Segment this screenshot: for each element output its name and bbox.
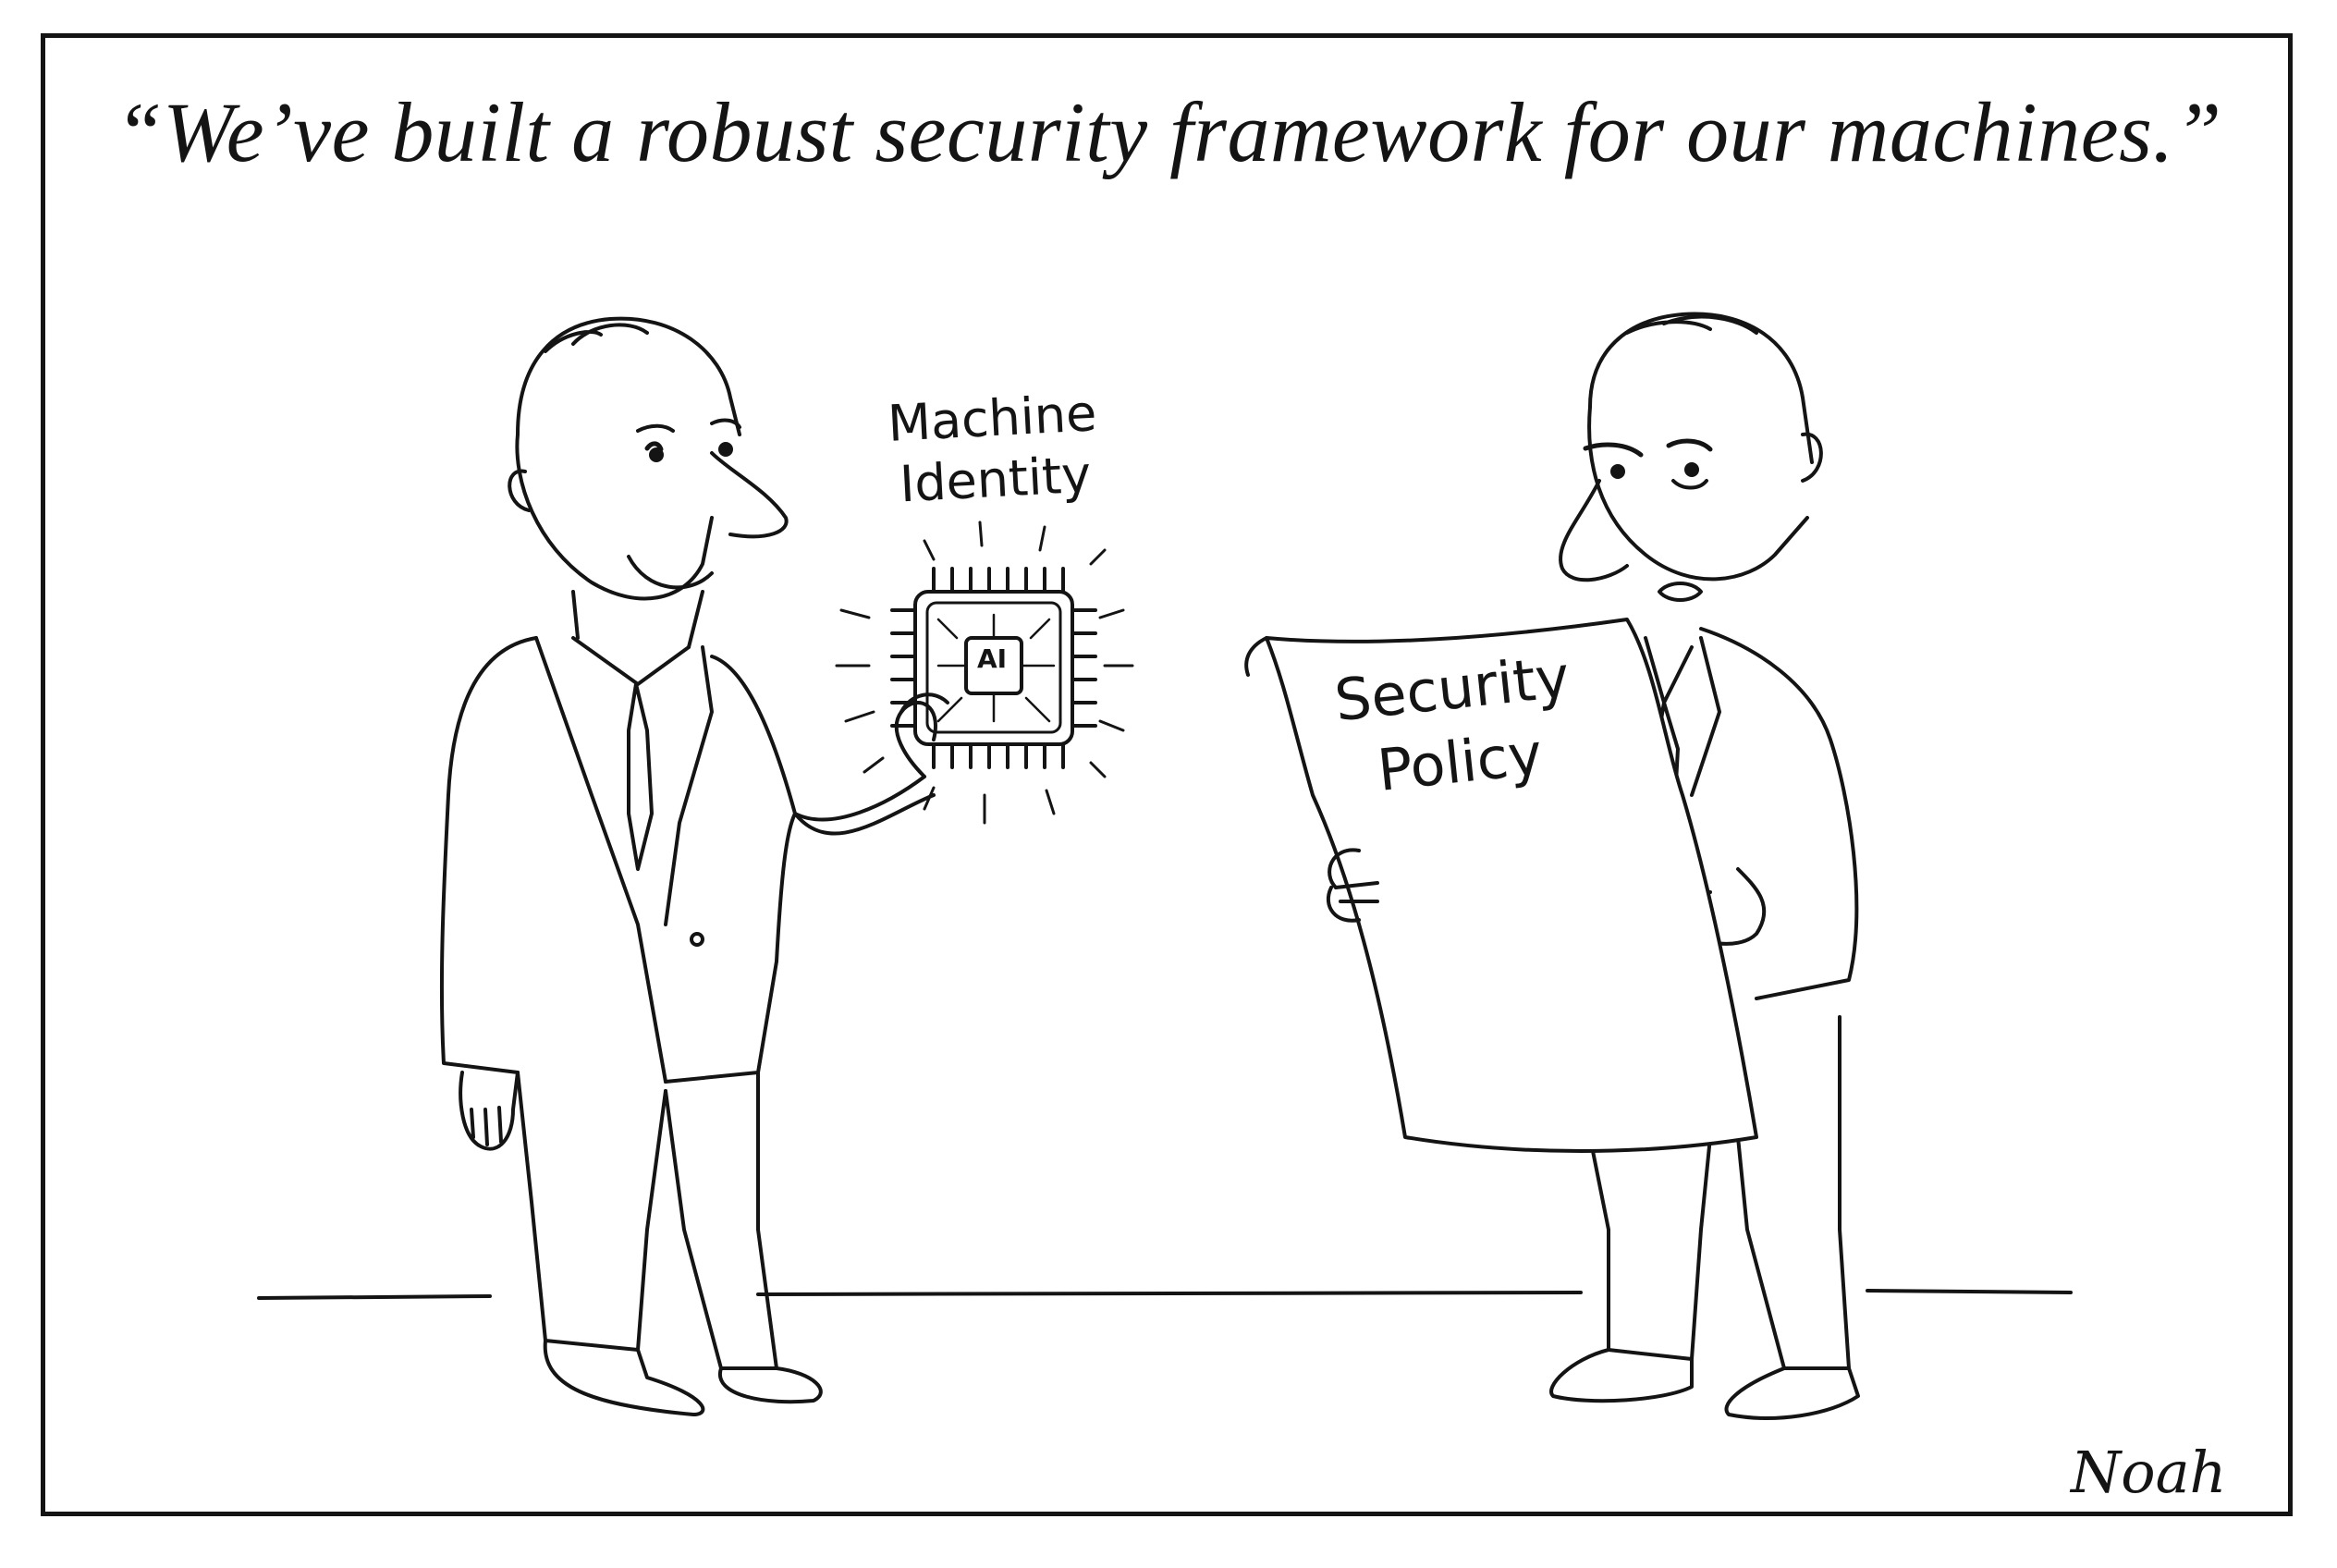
floor-lines xyxy=(257,1289,2073,1300)
cartoon-caption: “We’ve built a robust security framework… xyxy=(115,85,2222,179)
cartoon-frame xyxy=(41,33,2293,1516)
security-policy-document xyxy=(1244,618,1758,1153)
machine-identity-label: Machine Identity xyxy=(843,381,1144,519)
security-policy-text: Security Policy xyxy=(1331,643,1573,804)
ai-chip-illustration xyxy=(835,521,1134,825)
right-businessman xyxy=(1549,312,1860,1420)
artist-signature: Noah xyxy=(2071,1439,2227,1506)
machine-identity-text: Machine Identity xyxy=(886,384,1098,514)
left-businessman xyxy=(439,316,949,1416)
ai-chip-label: AI xyxy=(976,643,1008,674)
